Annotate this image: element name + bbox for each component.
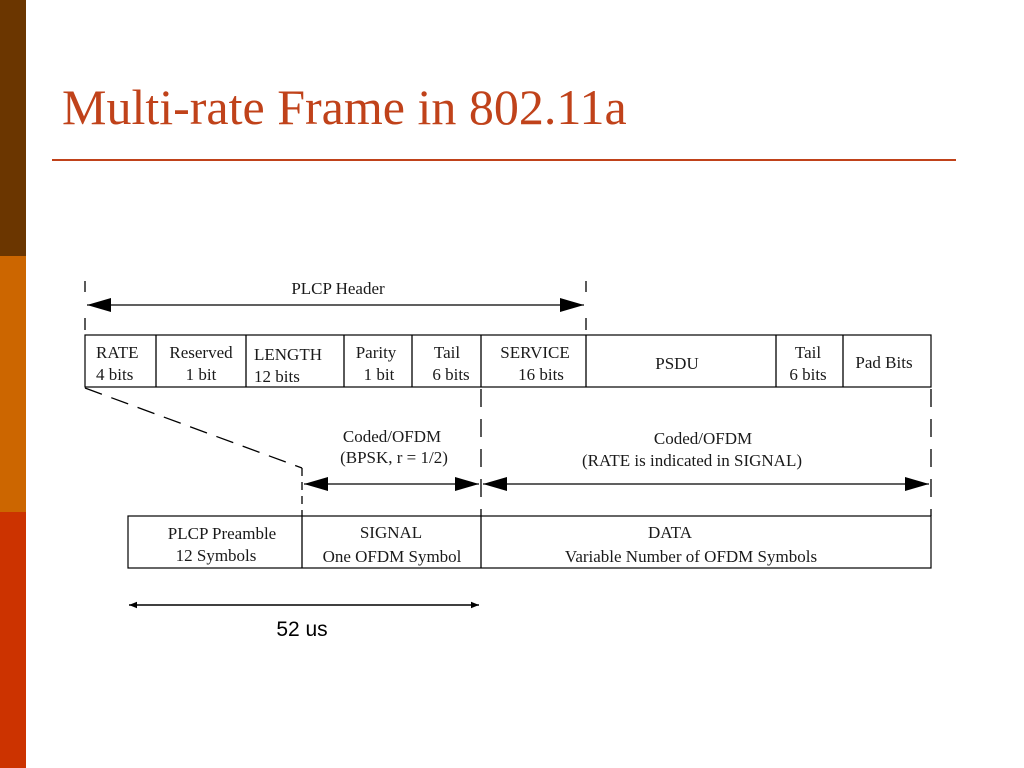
data-symbols: Variable Number of OFDM Symbols	[565, 547, 817, 566]
field-length-size: 12 bits	[254, 367, 300, 386]
signal-mapping-dashed-line	[84, 387, 303, 469]
field-tail-size: 6 bits	[432, 365, 469, 384]
signal-symbols: One OFDM Symbol	[323, 547, 462, 566]
field-tail2-name: Tail	[795, 343, 821, 362]
slide-title: Multi-rate Frame in 802.11a	[62, 79, 627, 135]
field-reserved-size: 1 bit	[186, 365, 217, 384]
field-service-size: 16 bits	[518, 365, 564, 384]
data-coding-line1: Coded/OFDM	[654, 429, 752, 448]
field-service-name: SERVICE	[500, 343, 569, 362]
field-tail-name: Tail	[434, 343, 460, 362]
field-length-name: LENGTH	[254, 345, 322, 364]
sidebar-segment-middle	[0, 256, 26, 512]
preamble-label: PLCP Preamble	[168, 524, 276, 543]
sidebar-segment-top	[0, 0, 26, 256]
signal-coding-line2: (BPSK, r = 1/2)	[340, 448, 448, 467]
field-pad-bits-name: Pad Bits	[855, 353, 912, 372]
field-reserved-name: Reserved	[169, 343, 233, 362]
data-coding-line2: (RATE is indicated in SIGNAL)	[582, 451, 802, 470]
sidebar-accent-bar	[0, 0, 26, 768]
plcp-header-label: PLCP Header	[291, 279, 385, 298]
field-rate-name: RATE	[96, 343, 139, 362]
preamble-symbols: 12 Symbols	[176, 546, 257, 565]
signal-label: SIGNAL	[360, 523, 422, 542]
signal-coding-line1: Coded/OFDM	[343, 427, 441, 446]
field-psdu-name: PSDU	[655, 354, 698, 373]
frame-row	[127, 515, 932, 569]
header-fields-row	[84, 334, 932, 388]
field-tail2-size: 6 bits	[789, 365, 826, 384]
field-parity-name: Parity	[356, 343, 397, 362]
duration-label: 52 us	[276, 618, 327, 641]
sidebar-segment-bottom	[0, 512, 26, 768]
data-label: DATA	[648, 523, 693, 542]
field-rate-size: 4 bits	[96, 365, 133, 384]
title-underline	[52, 159, 956, 161]
field-parity-size: 1 bit	[364, 365, 395, 384]
